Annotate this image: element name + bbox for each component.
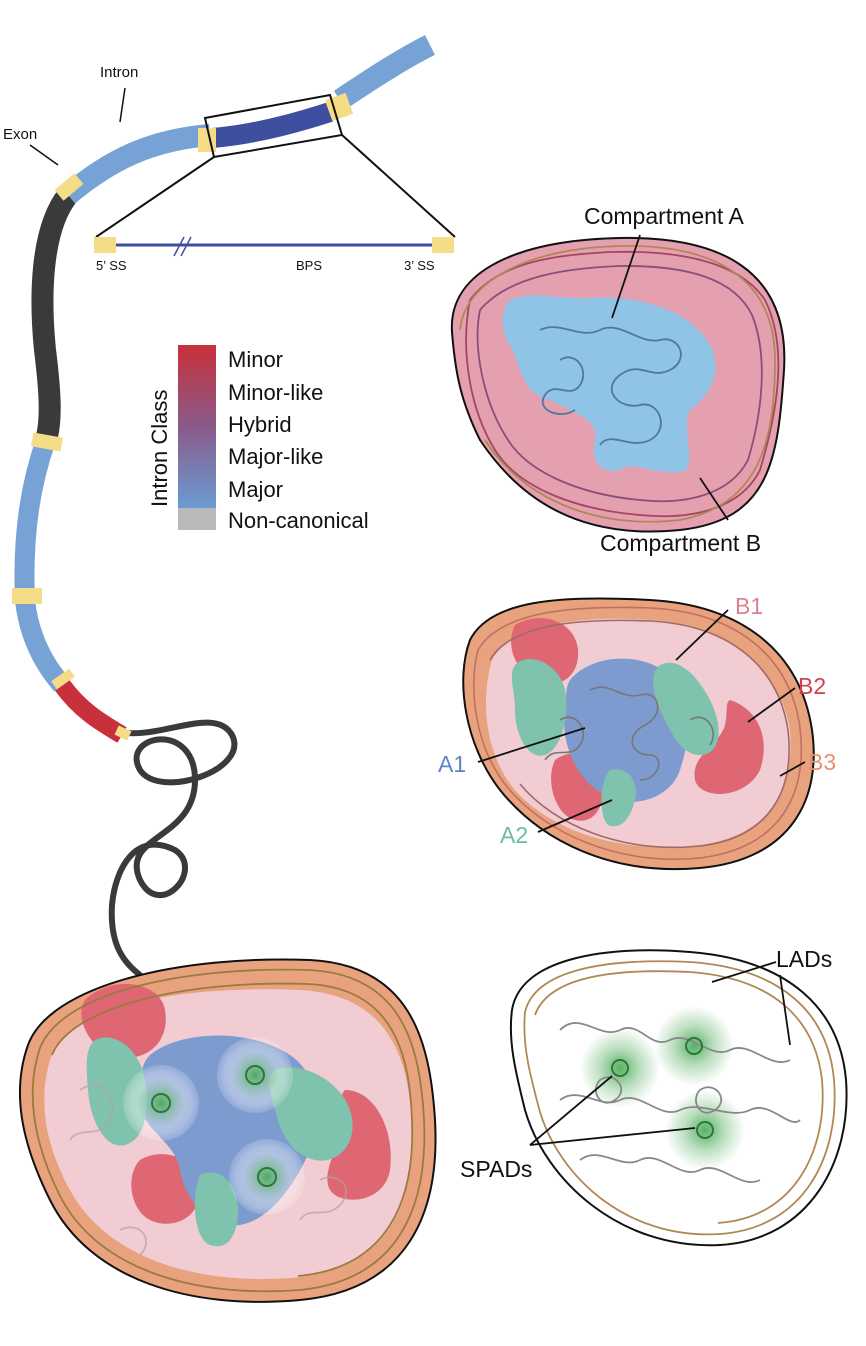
spads-label: SPADs [460,1156,532,1182]
spad-speckle [257,1167,277,1187]
splice-band [31,432,63,452]
speckle-glow [231,1051,279,1099]
b2-leader [747,687,796,723]
highlighted-intron [211,102,334,148]
a2-label: A2 [500,822,528,848]
legend-title: Intron Class [147,390,172,507]
splice-band [51,668,75,690]
spads-leader [529,1075,613,1146]
exon-leader [29,144,59,166]
nucleus-ab-outline [450,236,786,533]
spad-speckle [151,1093,171,1113]
spad-speckle [696,1121,714,1139]
minor-intron-segment [54,679,127,743]
intron-class-legend: Intron Class Minor Minor-like Hybrid Maj… [147,345,369,533]
dark-chromatin-segment [31,188,77,444]
compartment-a-leader [611,234,641,319]
b3-leader [779,761,806,777]
nucleus-combined [18,958,437,1303]
a1-label: A1 [438,751,466,777]
exon-label: Exon [3,126,37,143]
ss3-label: 3’ SS [404,258,435,273]
legend-item-major: Major [228,477,283,502]
zoom-line-right [341,134,456,238]
b2-label: B2 [798,673,826,699]
lads-leader [779,974,791,1046]
a2-region-right [653,662,719,755]
chromatin-fibers [459,245,780,523]
spads-leader [529,1127,696,1146]
ss5-box [94,237,116,253]
speckle-glow [654,1006,734,1086]
break-mark [180,236,192,257]
splice-band [114,725,132,741]
legend-item-hybrid: Hybrid [228,412,292,437]
splice-band [54,173,84,201]
intron-leader [119,87,126,123]
exon-lower [15,598,70,692]
speckle-glow [243,1153,291,1201]
compartment-b-leader [699,477,729,521]
b1-label: B1 [735,593,763,619]
nucleus-sub-outline [462,597,815,870]
speckle-glow [137,1079,185,1127]
b3-label: B3 [808,749,836,775]
nucleus-ab [450,236,786,533]
gene-strand [12,35,456,978]
lads-label: LADs [776,946,832,972]
ss5-label: 5’ SS [96,258,127,273]
speckle-glow [580,1028,660,1108]
nucleus-lads [509,949,848,1247]
chromatin-fibers [523,960,836,1236]
spad-speckle [245,1065,265,1085]
legend-gradient-bar [178,345,216,508]
exon-middle [14,436,56,601]
splice-band [198,128,216,152]
lads-leader [711,961,777,983]
legend-item-minor-like: Minor-like [228,380,323,405]
b1-leader [675,609,729,661]
legend-item-minor: Minor [228,347,283,372]
b2-region-right [694,700,764,794]
chromatin-tail [108,719,238,978]
spad-speckle [685,1037,703,1055]
exon-upper [60,124,211,204]
bps-label: BPS [296,258,322,273]
nucleus-lads-outline [509,949,848,1247]
chromatin-fibers [31,968,426,1293]
ss3-box [432,237,454,253]
compartment-a-label: Compartment A [584,203,744,229]
zoom-line-left [95,156,215,238]
chromatin-fibers [473,606,803,860]
compartment-b-label: Compartment B [600,530,761,556]
a2-region-left [511,659,567,756]
legend-item-non-canonical: Non-canonical [228,508,369,533]
combined-a2-region [269,1067,353,1161]
exon-top [333,35,435,110]
combined-a2-region [194,1172,239,1247]
a2-leader [537,799,613,833]
intron-detail [94,236,454,257]
spad-speckle [611,1059,629,1077]
splice-band [12,588,42,604]
legend-item-major-like: Major-like [228,444,323,469]
a2-region-bottom [601,769,636,827]
a1-leader [477,727,586,763]
nucleus-combined-outline [18,958,437,1303]
speckle-glow [665,1090,745,1170]
legend-non-canonical-swatch [178,508,216,530]
intron-label: Intron [100,64,138,81]
break-mark [173,236,185,257]
